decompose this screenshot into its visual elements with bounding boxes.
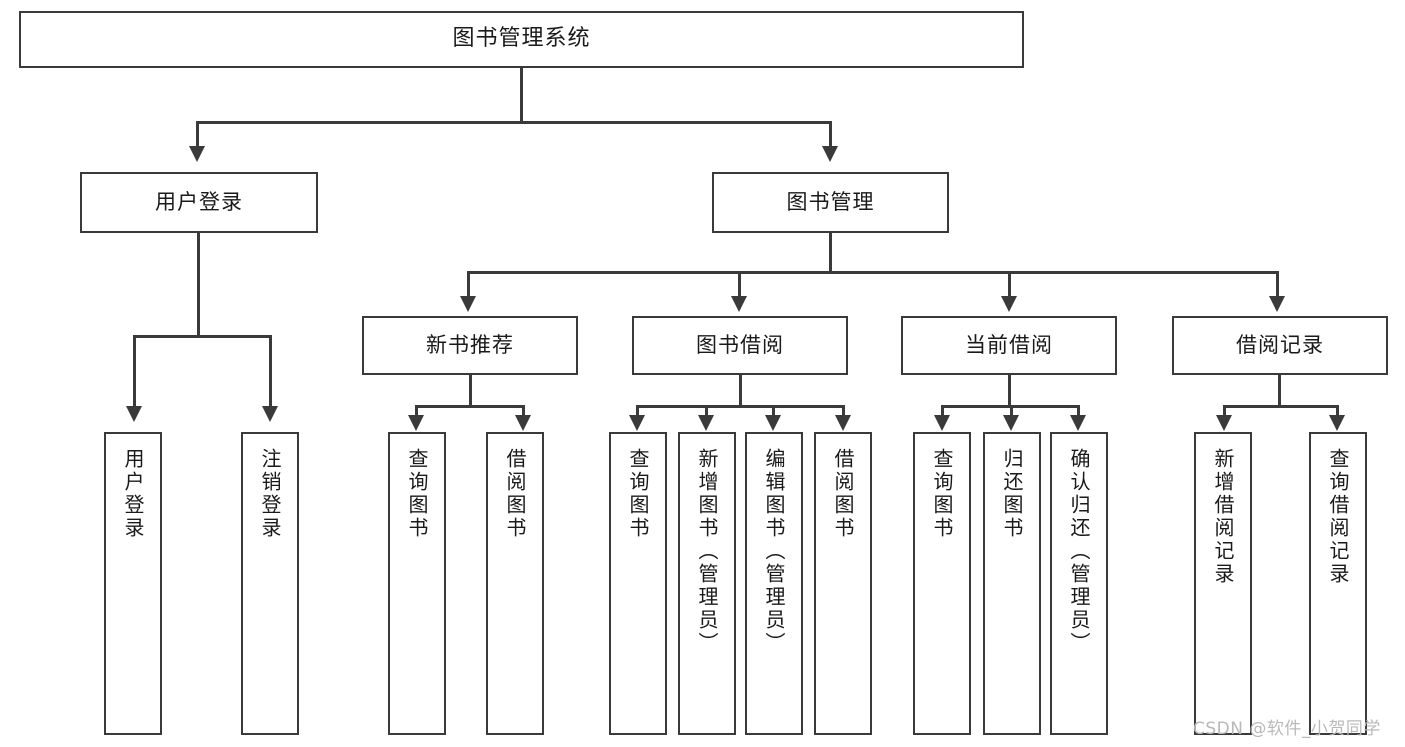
- connector-cb-leaf-3: [1077, 405, 1080, 417]
- connector-to-new-book-recommend: [467, 271, 470, 298]
- leaf-return-book[interactable]: 归还图书: [983, 432, 1041, 735]
- leaf-edit-book-admin[interactable]: 编辑图书（管理员）: [745, 432, 803, 735]
- arrowhead-current-borrow: [1001, 296, 1017, 312]
- leaf-label: 查询借阅记录: [1326, 448, 1350, 586]
- leaf-label: 归还图书: [1000, 448, 1024, 540]
- leaf-borrow-book-borrow[interactable]: 借阅图书: [814, 432, 872, 735]
- connector-borrow-record-stem: [1278, 375, 1281, 407]
- connector-root-to-user-login: [196, 121, 199, 148]
- leaf-label: 查询图书: [405, 448, 429, 540]
- arrowhead-new-book-recommend: [460, 296, 476, 312]
- connector-root-to-book-manage: [829, 121, 832, 148]
- connector-cb-leaf-1: [941, 405, 944, 417]
- connector-nbr-leaf-2: [522, 405, 525, 417]
- connector-book-manage-stem: [829, 233, 832, 273]
- arrowhead-borrow-record: [1269, 296, 1285, 312]
- connector-nbr-leaf-1: [415, 405, 418, 417]
- connector-user-login-to-leaf-2: [269, 335, 272, 408]
- leaf-label: 查询图书: [930, 448, 954, 540]
- leaf-label: 确认归还（管理员）: [1067, 448, 1091, 655]
- leaf-query-book-new-recommend[interactable]: 查询图书: [388, 432, 446, 735]
- node-borrow-record[interactable]: 借阅记录: [1172, 316, 1388, 375]
- connector-user-login-bar: [133, 335, 272, 338]
- connector-new-book-recommend-bar: [415, 405, 525, 408]
- leaf-label: 借阅图书: [831, 448, 855, 540]
- connector-root-stem: [520, 68, 523, 121]
- connector-bb-leaf-3: [772, 405, 775, 417]
- leaf-confirm-return-admin[interactable]: 确认归还（管理员）: [1050, 432, 1108, 735]
- connector-bb-leaf-4: [842, 405, 845, 417]
- arrowhead-leaf-query-book-2: [629, 415, 645, 431]
- node-label: 当前借阅: [965, 332, 1053, 357]
- arrowhead-user-login: [189, 146, 205, 162]
- watermark-csdn: CSDN @软件_小贺同学: [1193, 719, 1381, 739]
- leaf-label: 编辑图书（管理员）: [762, 448, 786, 655]
- arrowhead-leaf-user-login: [126, 406, 142, 422]
- leaf-label: 新增图书（管理员）: [695, 448, 719, 655]
- connector-book-manage-bar: [467, 271, 1279, 274]
- node-label: 图书管理: [786, 189, 875, 214]
- connector-to-book-borrow: [738, 271, 741, 298]
- leaf-query-book-borrow[interactable]: 查询图书: [609, 432, 667, 735]
- arrowhead-leaf-query-book-1: [408, 415, 424, 431]
- connector-user-login-to-leaf-1: [133, 335, 136, 408]
- leaf-label: 借阅图书: [503, 448, 527, 540]
- leaf-label: 查询图书: [626, 448, 650, 540]
- connector-to-borrow-record: [1276, 271, 1279, 298]
- arrowhead-leaf-user-logout: [262, 406, 278, 422]
- arrowhead-book-borrow: [731, 296, 747, 312]
- leaf-label: 注销登录: [258, 448, 282, 540]
- connector-root-bar: [196, 121, 832, 124]
- arrowhead-leaf-edit-book: [765, 415, 781, 431]
- connector-br-leaf-2: [1336, 405, 1339, 417]
- connector-current-borrow-stem: [1008, 375, 1011, 407]
- leaf-user-login[interactable]: 用户登录: [104, 432, 162, 735]
- arrowhead-leaf-add-borrow-record: [1216, 415, 1232, 431]
- connector-bb-leaf-1: [636, 405, 639, 417]
- node-label: 借阅记录: [1236, 332, 1324, 357]
- leaf-label: 用户登录: [121, 448, 145, 540]
- node-label: 图书管理系统: [452, 26, 591, 52]
- node-book-management[interactable]: 图书管理: [712, 172, 949, 233]
- arrowhead-leaf-borrow-book-2: [835, 415, 851, 431]
- leaf-label: 新增借阅记录: [1211, 448, 1235, 586]
- arrowhead-leaf-borrow-book-1: [515, 415, 531, 431]
- arrowhead-book-manage: [822, 146, 838, 162]
- connector-bb-leaf-2: [705, 405, 708, 417]
- leaf-borrow-book-new-recommend[interactable]: 借阅图书: [486, 432, 544, 735]
- connector-new-book-recommend-stem: [469, 375, 472, 407]
- leaf-add-book-admin[interactable]: 新增图书（管理员）: [678, 432, 736, 735]
- arrowhead-leaf-query-borrow-record: [1329, 415, 1345, 431]
- connector-user-login-stem: [197, 233, 200, 337]
- connector-book-borrow-bar: [636, 405, 845, 408]
- node-new-book-recommend[interactable]: 新书推荐: [362, 316, 578, 375]
- node-label: 新书推荐: [426, 332, 514, 357]
- node-book-borrow[interactable]: 图书借阅: [632, 316, 848, 375]
- arrowhead-leaf-query-book-3: [934, 415, 950, 431]
- node-root-book-management-system[interactable]: 图书管理系统: [19, 11, 1024, 68]
- node-label: 图书借阅: [696, 332, 784, 357]
- node-label: 用户登录: [155, 189, 243, 214]
- connector-borrow-record-bar: [1223, 405, 1339, 408]
- node-user-login[interactable]: 用户登录: [80, 172, 318, 233]
- arrowhead-leaf-confirm-return: [1070, 415, 1086, 431]
- arrowhead-leaf-return-book: [1003, 415, 1019, 431]
- connector-book-borrow-stem: [739, 375, 742, 407]
- connector-br-leaf-1: [1223, 405, 1226, 417]
- arrowhead-leaf-add-book: [698, 415, 714, 431]
- leaf-user-logout[interactable]: 注销登录: [241, 432, 299, 735]
- leaf-add-borrow-record[interactable]: 新增借阅记录: [1194, 432, 1252, 735]
- connector-cb-leaf-2: [1010, 405, 1013, 417]
- connector-to-current-borrow: [1008, 271, 1011, 298]
- leaf-query-book-current[interactable]: 查询图书: [913, 432, 971, 735]
- leaf-query-borrow-record[interactable]: 查询借阅记录: [1309, 432, 1367, 735]
- node-current-borrow[interactable]: 当前借阅: [901, 316, 1117, 375]
